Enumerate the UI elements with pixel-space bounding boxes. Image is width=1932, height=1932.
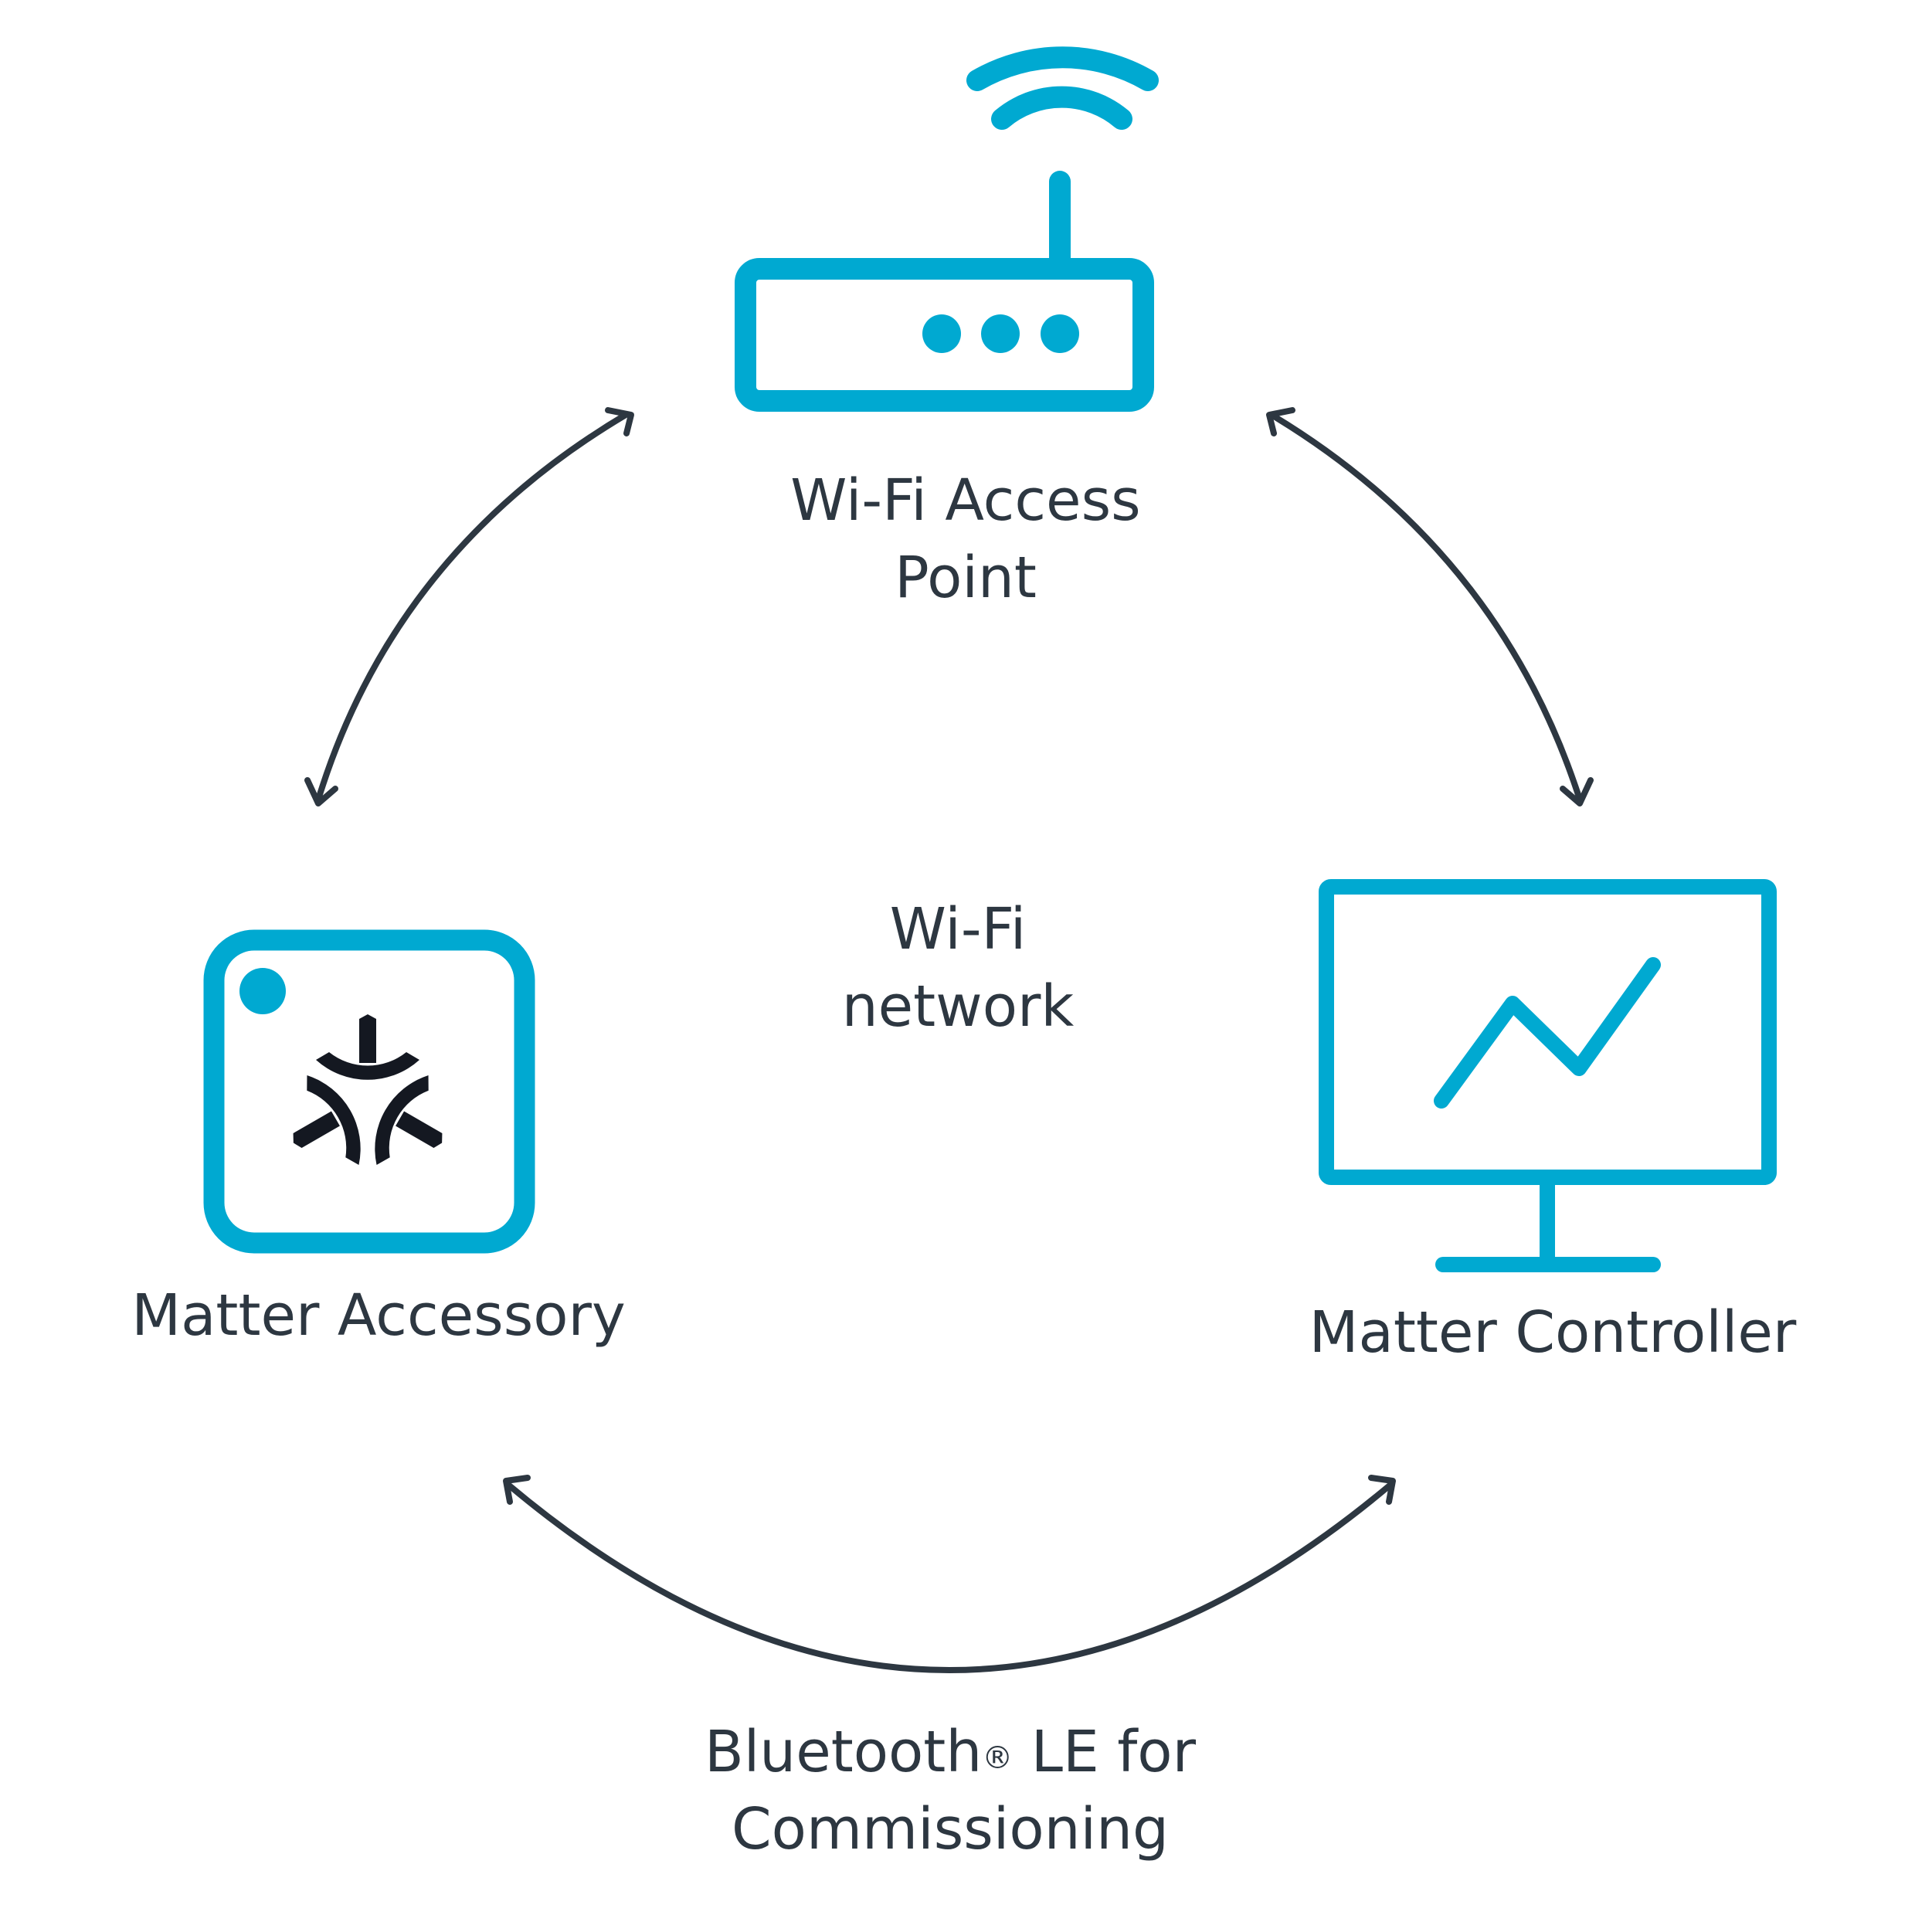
matter-logo-icon [293, 1014, 443, 1166]
matter-logo-segment-right [375, 1075, 443, 1166]
wifi-signal-inner-arc [991, 86, 1132, 130]
monitor-chart-icon [1319, 879, 1777, 1272]
network-label-line1: Wi-Fi [889, 896, 1027, 963]
access-point-label-line1: Wi-Fi Access [790, 467, 1141, 534]
commissioning-label: Bluetooth® LE for Commissioning [649, 1713, 1251, 1868]
ble-link-accessory-controller [503, 1475, 1396, 1673]
wifi-signal-outer-arc [966, 46, 1159, 91]
router-status-lights [922, 314, 1079, 353]
ble-link-line [505, 1482, 1394, 1673]
router-light-3 [1041, 314, 1079, 353]
accessory-indicator-dot [239, 968, 286, 1014]
arrowhead-controller-top [1560, 777, 1594, 806]
le-for-text: LE for [1013, 1719, 1196, 1785]
access-point-label-line2: Point [895, 545, 1037, 611]
registered-mark: ® [982, 1740, 1014, 1776]
arrowhead-controller-bottom [1368, 1475, 1396, 1505]
matter-logo-segment-top [316, 1014, 419, 1080]
arrowhead-accessory [304, 777, 338, 806]
arrowhead-ap-left [605, 407, 634, 436]
router-light-1 [922, 314, 961, 353]
router-body [735, 258, 1154, 412]
access-point-label: Wi-Fi Access Point [695, 462, 1236, 616]
accessory-body [203, 929, 535, 1254]
controller-label: Matter Controller [1282, 1294, 1823, 1371]
controller-label-text: Matter Controller [1309, 1299, 1797, 1366]
commissioning-label-line2: Commissioning [732, 1796, 1169, 1862]
router-light-2 [981, 314, 1020, 353]
wifi-link-ap-controller-line [1268, 412, 1583, 803]
wifi-link-accessory-ap-line [315, 412, 629, 803]
wifi-router-icon [735, 46, 1159, 412]
bluetooth-word: Bluetooth [704, 1719, 983, 1785]
monitor-trend-line [1434, 957, 1661, 1109]
network-label: Wi-Fi network [796, 891, 1120, 1045]
wifi-link-accessory-ap [304, 407, 634, 806]
matter-device-icon [203, 929, 535, 1254]
accessory-label-text: Matter Accessory [131, 1282, 626, 1349]
arrowhead-ap-right [1266, 407, 1295, 436]
wifi-link-ap-controller [1266, 407, 1594, 806]
matter-logo-segment-left [293, 1075, 361, 1166]
arrowhead-accessory-bottom [503, 1475, 531, 1505]
accessory-label: Matter Accessory [93, 1277, 664, 1354]
network-label-line2: network [841, 973, 1075, 1040]
commissioning-label-line1: Bluetooth® LE for [649, 1713, 1251, 1791]
